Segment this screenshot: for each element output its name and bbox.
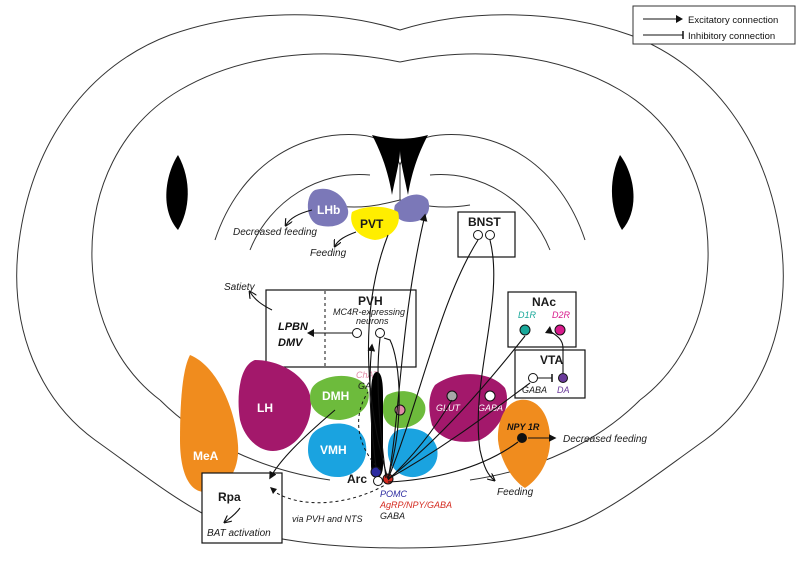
gaba-lh-neuron	[484, 390, 496, 402]
d1r-neuron	[519, 324, 531, 336]
axon-agrp-to-npy1r	[387, 441, 519, 483]
mea-label: MeA	[193, 449, 219, 463]
vta-label: VTA	[540, 353, 563, 367]
rpa-output-arrow	[225, 507, 241, 522]
dmh-region	[310, 375, 369, 420]
pvh-neuron-2	[375, 328, 385, 338]
axon-agrp-to-bnst	[387, 239, 479, 480]
d1r-label: D1R	[518, 310, 537, 320]
bat-activation-label: BAT activation	[207, 528, 271, 539]
axon-agrp-to-pvh1	[377, 337, 387, 479]
pvt-region	[351, 206, 399, 240]
axon-pomc-to-pvh	[367, 343, 377, 468]
right-ventricle	[611, 155, 634, 230]
axon-bnst-to-feeding	[477, 239, 494, 480]
vta-da-label: DA	[557, 385, 570, 395]
pomc-label: POMC	[380, 489, 408, 499]
mea-region	[180, 355, 239, 492]
feeding-bottom-label: Feeding	[497, 487, 534, 498]
lhb-label: LHb	[317, 203, 340, 217]
npy1r-neuron	[517, 433, 527, 443]
axon-dmh-to-rpa	[269, 409, 336, 480]
vmh-right-region	[387, 428, 438, 478]
lpbn-label: LPBN	[278, 321, 309, 333]
axon-agrp-to-lh	[387, 399, 453, 481]
d2r-label: D2R	[552, 310, 571, 320]
ventricle-top	[372, 135, 428, 195]
lh-label: LH	[257, 401, 273, 415]
legend: Excitatory connection Inhibitory connect…	[632, 5, 796, 45]
pvh-sublabel-1: MC4R-expressing	[333, 307, 405, 317]
satiety-arrow	[250, 292, 273, 311]
left-ventricle	[166, 155, 188, 230]
axon-agrp-to-lhb	[387, 213, 428, 480]
hippocampus-inner	[249, 173, 551, 251]
vta-gaba-label: GABA	[522, 385, 547, 395]
pomc-neuron	[370, 466, 382, 478]
dmv-label: DMV	[278, 337, 304, 349]
via-label: via PVH and NTS	[292, 514, 363, 524]
glut-label: GLUT	[436, 403, 462, 413]
vta-box	[514, 349, 586, 399]
legend-inhibitory: Inhibitory connection	[688, 31, 775, 42]
axon-agrp-to-nac	[387, 335, 526, 480]
chat-label: ChAT	[356, 370, 380, 380]
pvt-output-arrow	[335, 231, 357, 246]
npy1r-label: NPY 1R	[507, 422, 540, 432]
mea-right-region	[497, 399, 551, 488]
bnst-neuron-1	[473, 230, 483, 240]
rpa-label: Rpa	[218, 490, 241, 504]
decreased-feeding-lhb: Decreased feeding	[233, 227, 317, 238]
bnst-neuron-2	[485, 230, 495, 240]
d2r-neuron	[554, 324, 566, 336]
midline-outline	[329, 165, 471, 208]
satiety-label: Satiety	[224, 282, 256, 293]
vmh-label: VMH	[320, 443, 347, 457]
nac-box	[507, 291, 577, 348]
vta-da-neuron	[558, 373, 568, 383]
bnst-label: BNST	[468, 215, 501, 229]
nac-label: NAc	[532, 295, 556, 309]
third-ventricle	[371, 372, 383, 478]
via-dashed-path	[271, 484, 386, 504]
brain-outline	[16, 14, 784, 549]
pvh-box	[265, 289, 417, 368]
axon-agrp-to-pvh2	[383, 337, 400, 479]
legend-excitatory: Excitatory connection	[688, 15, 778, 26]
gaba-arc-label: GABA	[380, 511, 405, 521]
arc-to-chat-dashed	[358, 391, 381, 471]
vta-gaba-neuron	[528, 373, 538, 383]
decreased-feeding-right: Decreased feeding	[563, 434, 647, 445]
feeding-pvt: Feeding	[310, 248, 347, 259]
pvh-label: PVH	[358, 294, 383, 308]
pvh-neuron-1	[352, 328, 362, 338]
arc-gaba-neuron	[373, 476, 383, 486]
gaba-lh-label: GABA	[478, 403, 503, 413]
arc-label: Arc	[347, 472, 367, 486]
vmh-region	[308, 423, 367, 478]
axon-agrp-to-pvt	[367, 234, 389, 480]
lh-region	[238, 360, 311, 451]
agrp-label: AgRP/NPY/GABA	[379, 500, 452, 510]
lhb-output-arrow	[286, 209, 313, 225]
rpa-box	[201, 472, 283, 544]
pvh-sublabel-2: neurons	[356, 316, 389, 326]
axon-agrp-to-vta	[387, 382, 531, 480]
cortex-inner-outline	[91, 53, 709, 401]
dmh-label: DMH	[322, 389, 349, 403]
lhb-region	[307, 188, 349, 227]
glut-neuron	[446, 390, 458, 402]
pvt-label: PVT	[360, 217, 384, 231]
